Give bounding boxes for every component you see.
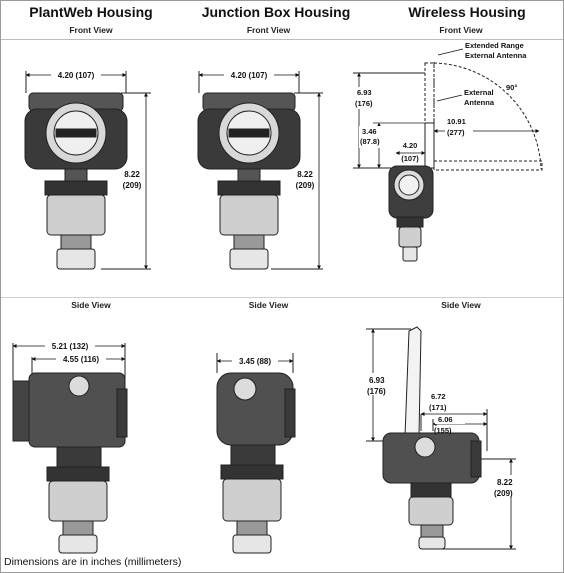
- header-row: PlantWeb Housing Junction Box Housing Wi…: [1, 1, 563, 40]
- junction-box-front-label: Front View: [246, 25, 291, 35]
- plantweb-title: PlantWeb Housing: [29, 4, 153, 20]
- plantweb-front-label: Front View: [69, 25, 113, 35]
- pw-front-width-text: 4.20 (107): [58, 71, 95, 80]
- wireless-front-drawing: [353, 61, 543, 262]
- junction-front-dimensions: 4.20 (107) 8.22 (209): [198, 70, 321, 270]
- wls-606-mm: (155): [434, 426, 452, 435]
- wl-420-mm: (107): [401, 154, 419, 163]
- plantweb-front-drawing: [24, 71, 151, 270]
- wl-693-mm: (176): [355, 99, 373, 108]
- wl-ext-range-label: Extended Range: [465, 41, 524, 50]
- row-divider: [1, 297, 563, 298]
- wl-angle-label: 90°: [506, 83, 517, 92]
- jb-front-width-text: 4.20 (107): [231, 71, 268, 80]
- junction-front-drawing: [197, 71, 323, 270]
- wls-606-in: 6.06: [438, 415, 453, 424]
- wl-ext-antenna-label: External: [464, 88, 494, 97]
- plantweb-side-drawing: [12, 343, 128, 554]
- wireless-front-dimensions: 6.93 (176) 3.46 (87.8) 4.20 (107) 10.91 …: [351, 41, 540, 169]
- wls-822-mm: (209): [494, 489, 513, 498]
- jb-front-height-mm: (209): [296, 181, 315, 190]
- pw-front-height-in: 8.22: [124, 170, 140, 179]
- wireless-front-label: Front View: [439, 25, 483, 35]
- junction-side-dimensions: 3.45 (88): [216, 356, 294, 366]
- junction-side-drawing: [216, 353, 296, 554]
- pw-side-outer-text: 5.21 (132): [52, 342, 89, 351]
- units-footnote: Dimensions are in inches (millimeters): [4, 556, 182, 568]
- wl-420-in: 4.20: [403, 141, 418, 150]
- wl-693-in: 6.93: [357, 88, 372, 97]
- junction-box-title: Junction Box Housing: [201, 4, 351, 20]
- wl-ext-range-label-2: External Antenna: [465, 51, 527, 60]
- plantweb-side-label: Side View: [71, 300, 111, 310]
- wls-693-in: 6.93: [369, 376, 385, 385]
- wl-1091-mm: (277): [447, 128, 465, 137]
- wl-ext-antenna-label-2: Antenna: [464, 98, 495, 107]
- wls-672-mm: (171): [429, 403, 447, 412]
- wireless-side-label: Side View: [441, 300, 481, 310]
- jb-front-height-in: 8.22: [297, 170, 313, 179]
- plantweb-side-dimensions: 5.21 (132) 4.55 (116): [12, 341, 126, 364]
- wls-822-in: 8.22: [497, 478, 513, 487]
- pw-front-height-mm: (209): [123, 181, 142, 190]
- wireless-side-drawing: [366, 326, 516, 550]
- wls-693-mm: (176): [367, 387, 386, 396]
- wl-346-mm: (87.8): [360, 137, 380, 146]
- jb-side-width-text: 3.45 (88): [239, 357, 271, 366]
- plantweb-front-dimensions: 4.20 (107) 8.22 (209): [25, 70, 148, 270]
- wireless-title: Wireless Housing: [408, 4, 526, 20]
- wl-346-in: 3.46: [362, 127, 377, 136]
- wls-672-in: 6.72: [431, 392, 446, 401]
- wl-1091-in: 10.91: [447, 117, 466, 126]
- pw-side-inner-text: 4.55 (116): [63, 355, 99, 364]
- wireless-side-dimensions: 6.93 (176) 6.72 (171) 6.06 (155) 8.22 (2…: [365, 328, 517, 550]
- junction-box-side-label: Side View: [248, 300, 289, 310]
